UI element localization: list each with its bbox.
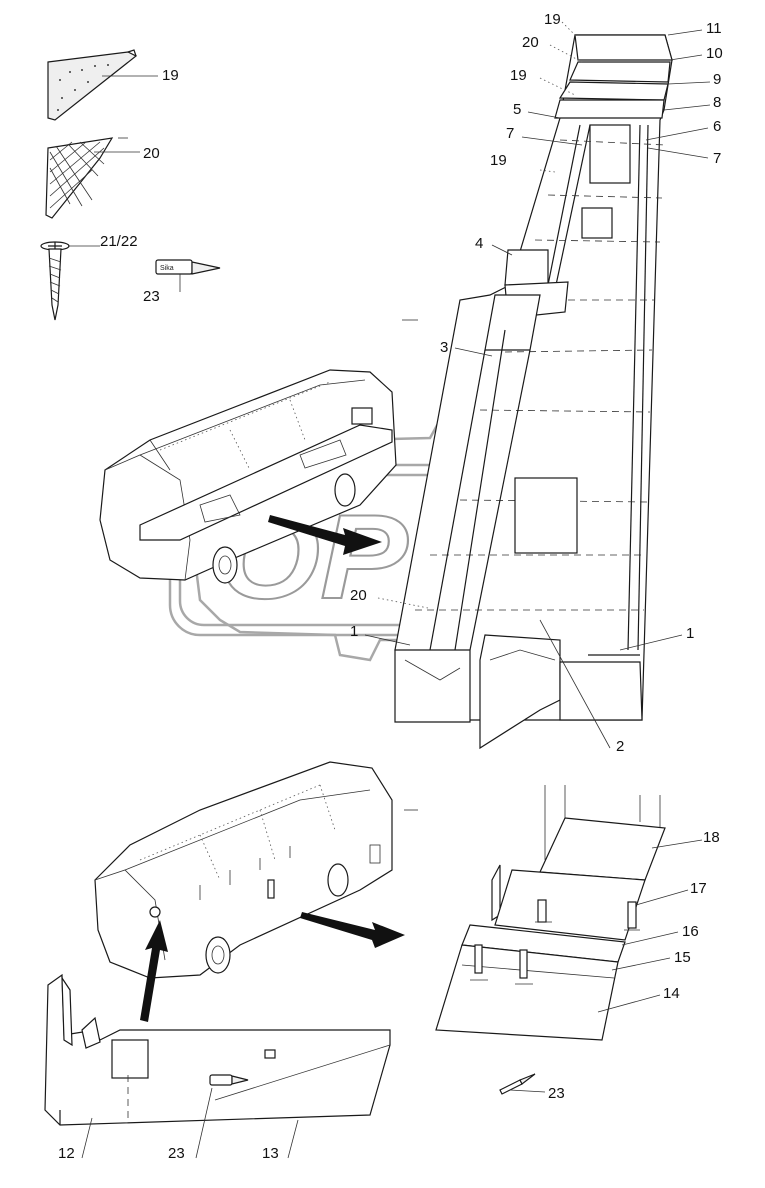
label-19-top: 19 (544, 11, 561, 28)
label-4: 4 (475, 235, 483, 252)
label-3: 3 (440, 339, 448, 356)
floor-assembly-top (394, 34, 673, 750)
label-17: 17 (690, 880, 707, 897)
label-14: 14 (663, 985, 680, 1002)
part-21-22-screw (40, 241, 100, 321)
label-11: 11 (706, 20, 722, 37)
label-18: 18 (703, 829, 720, 846)
label-12: 12 (58, 1145, 75, 1162)
label-2: 2 (616, 738, 624, 755)
label-7-right: 7 (713, 150, 721, 167)
label-13: 13 (262, 1145, 279, 1162)
label-19-mid: 19 (510, 67, 527, 84)
callout-labels: 19 20 21/22 23 19 11 20 10 19 9 8 5 6 7 … (58, 11, 723, 1162)
floor-panel-12-13 (44, 973, 391, 1159)
label-10: 10 (706, 45, 723, 62)
label-19-legend: 19 (162, 67, 179, 84)
label-1-left: 1 (350, 623, 358, 640)
part-19-foam-wedge (47, 49, 158, 121)
label-5: 5 (513, 101, 521, 118)
label-20-top: 20 (522, 34, 539, 51)
label-19-lower: 19 (490, 152, 507, 169)
floor-segments-14-18 (435, 785, 666, 1095)
bus-illustration-upper (99, 369, 397, 584)
label-20-legend: 20 (143, 145, 160, 162)
label-23-right: 23 (548, 1085, 565, 1102)
arrow-pointer-lower-up (140, 920, 168, 1022)
label-7-left: 7 (506, 125, 514, 142)
label-15: 15 (674, 949, 691, 966)
arrow-pointer-lower-right (300, 912, 405, 948)
label-16: 16 (682, 923, 699, 940)
label-9: 9 (713, 71, 721, 88)
label-23-bottom: 23 (168, 1145, 185, 1162)
part-20-mesh-wedge (45, 137, 140, 219)
leader-lines (364, 21, 711, 1013)
label-23-legend: 23 (143, 288, 160, 305)
label-6: 6 (713, 118, 721, 135)
label-8: 8 (713, 94, 721, 111)
tube-brand-label: Sika (160, 265, 174, 272)
label-20-center: 20 (350, 587, 367, 604)
label-21-22-legend: 21/22 (100, 233, 138, 250)
label-1-right: 1 (686, 625, 694, 642)
part-23-sealant-tube: Sika (155, 259, 221, 292)
arrow-pointer-upper (268, 515, 382, 555)
bus-illustration-lower (94, 761, 405, 1022)
